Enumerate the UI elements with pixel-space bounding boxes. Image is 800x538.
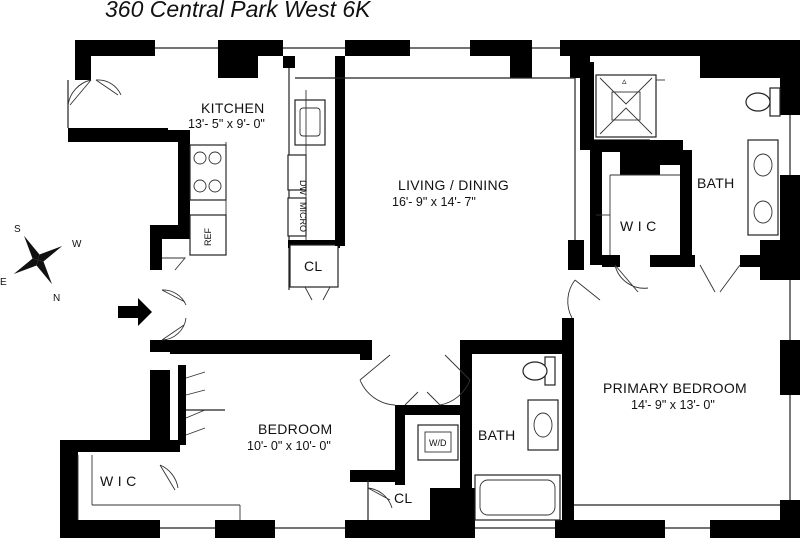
compass-w: W <box>72 239 82 250</box>
refrigerator <box>189 214 227 256</box>
primary-wic-label: W I C <box>620 218 657 234</box>
compass-s: S <box>14 224 21 235</box>
living-closet-label: CL <box>304 258 323 274</box>
entry-arrow-icon <box>118 298 152 326</box>
compass-rose-icon <box>13 235 63 285</box>
bedroom-dims: 10'- 0" x 10'- 0" <box>247 439 331 453</box>
refrigerator-label: REF <box>203 227 213 246</box>
hall-bath-label: BATH <box>478 427 516 443</box>
interior-walls <box>170 56 780 520</box>
svg-text:▵: ▵ <box>622 76 627 86</box>
primary-bath-label: BATH <box>697 175 735 191</box>
living-dims: 16'- 9" x 14'- 7" <box>392 195 476 209</box>
kitchen-label: KITCHEN <box>201 100 265 116</box>
microwave-label: MICRO <box>298 202 308 232</box>
dishwasher-label: DW <box>298 180 308 195</box>
compass-n: N <box>53 293 60 304</box>
bath-fixtures: ▵ <box>77 74 781 521</box>
bedroom-closet-label: CL <box>394 490 413 506</box>
bedroom-label: BEDROOM <box>258 421 332 437</box>
kitchen-dims: 13'- 5" x 9'- 0" <box>188 117 265 131</box>
bedroom-wic-label: W I C <box>100 473 137 489</box>
primary-bedroom-dims: 14'- 9" x 13'- 0" <box>631 398 715 412</box>
living-label: LIVING / DINING <box>398 177 509 193</box>
compass-e: E <box>0 277 7 288</box>
doors <box>67 79 741 509</box>
washer-dryer-label: W/D <box>429 438 447 448</box>
primary-bedroom-label: PRIMARY BEDROOM <box>603 380 747 396</box>
kitchen-fixtures <box>189 90 326 256</box>
plan-title: 360 Central Park West 6K <box>105 0 372 22</box>
exterior-walls <box>60 40 800 538</box>
wall-outlines <box>67 47 791 529</box>
